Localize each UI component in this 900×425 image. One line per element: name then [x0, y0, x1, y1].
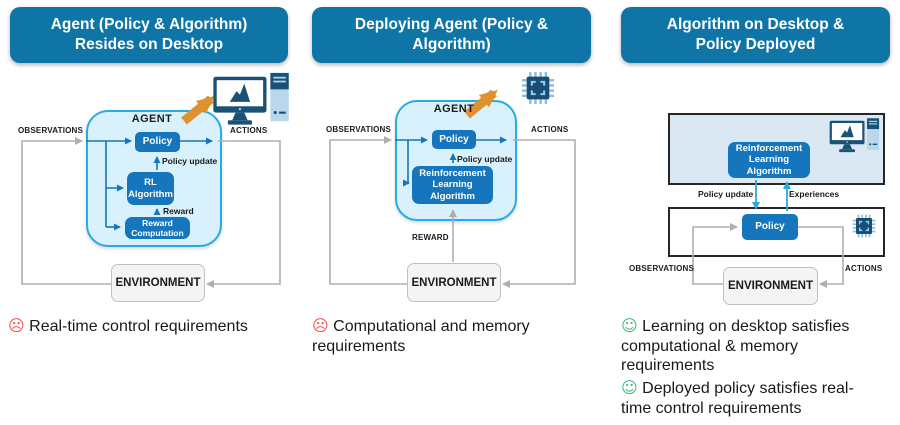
experiences-label: Experiences — [789, 189, 840, 199]
observations-label: OBSERVATIONS — [326, 125, 392, 134]
agent-label: AGENT — [131, 113, 173, 125]
panel1-title: Agent (Policy & Algorithm) Resides on De… — [10, 7, 288, 63]
agent-label: AGENT — [433, 103, 475, 115]
chip-icon — [521, 71, 555, 105]
panel3-note-1: ☺ Learning on desktop satisfies computat… — [621, 316, 881, 376]
policy-box: Policy — [432, 130, 476, 149]
note-text: Deployed policy satisfies real-time cont… — [621, 380, 854, 417]
panel1-note: ☹ Real-time control requirements — [8, 316, 308, 337]
reward-label: Reward — [163, 206, 194, 216]
note-text: Real-time control requirements — [29, 318, 248, 335]
note-text: Computational and memory requirements — [312, 318, 530, 355]
observations-label: OBSERVATIONS — [18, 126, 84, 135]
policy-box: Policy — [742, 214, 798, 240]
note-text: Learning on desktop satisfies computatio… — [621, 318, 850, 375]
environment-box: ENVIRONMENT — [111, 264, 205, 302]
actions-label: ACTIONS — [230, 126, 268, 135]
chip-icon — [852, 214, 876, 238]
sad-face-icon: ☹ — [312, 316, 329, 335]
panel2-note: ☹ Computational and memory requirements — [312, 316, 597, 356]
policy-update-label: Policy update — [698, 189, 754, 199]
policy-update-label: Policy update — [457, 154, 513, 164]
panel3-note-2: ☺ Deployed policy satisfies real-time co… — [621, 378, 881, 418]
observations-label: OBSERVATIONS — [629, 264, 695, 273]
desktop-computer-icon — [829, 117, 881, 155]
policy-update-label: Policy update — [162, 156, 218, 166]
environment-box: ENVIRONMENT — [407, 263, 501, 302]
actions-label: ACTIONS — [531, 125, 569, 134]
panel2-title: Deploying Agent (Policy & Algorithm) — [312, 7, 591, 63]
rl-algorithm-box: RL Algorithm — [127, 172, 174, 205]
panel3-title: Algorithm on Desktop & Policy Deployed — [621, 7, 890, 63]
desktop-computer-icon — [212, 71, 292, 129]
policy-box: Policy — [135, 132, 180, 152]
rl-algorithm-box: Reinforcement Learning Algorithm — [728, 142, 810, 178]
smiley-face-icon: ☺ — [621, 316, 638, 335]
actions-label: ACTIONS — [845, 264, 883, 273]
rl-algorithm-box: Reinforcement Learning Algorithm — [412, 166, 493, 204]
smiley-face-icon: ☺ — [621, 378, 638, 397]
environment-box: ENVIRONMENT — [723, 267, 818, 305]
sad-face-icon: ☹ — [8, 316, 25, 335]
reward-computation-box: Reward Computation — [125, 217, 190, 239]
reward-label: REWARD — [412, 233, 449, 242]
